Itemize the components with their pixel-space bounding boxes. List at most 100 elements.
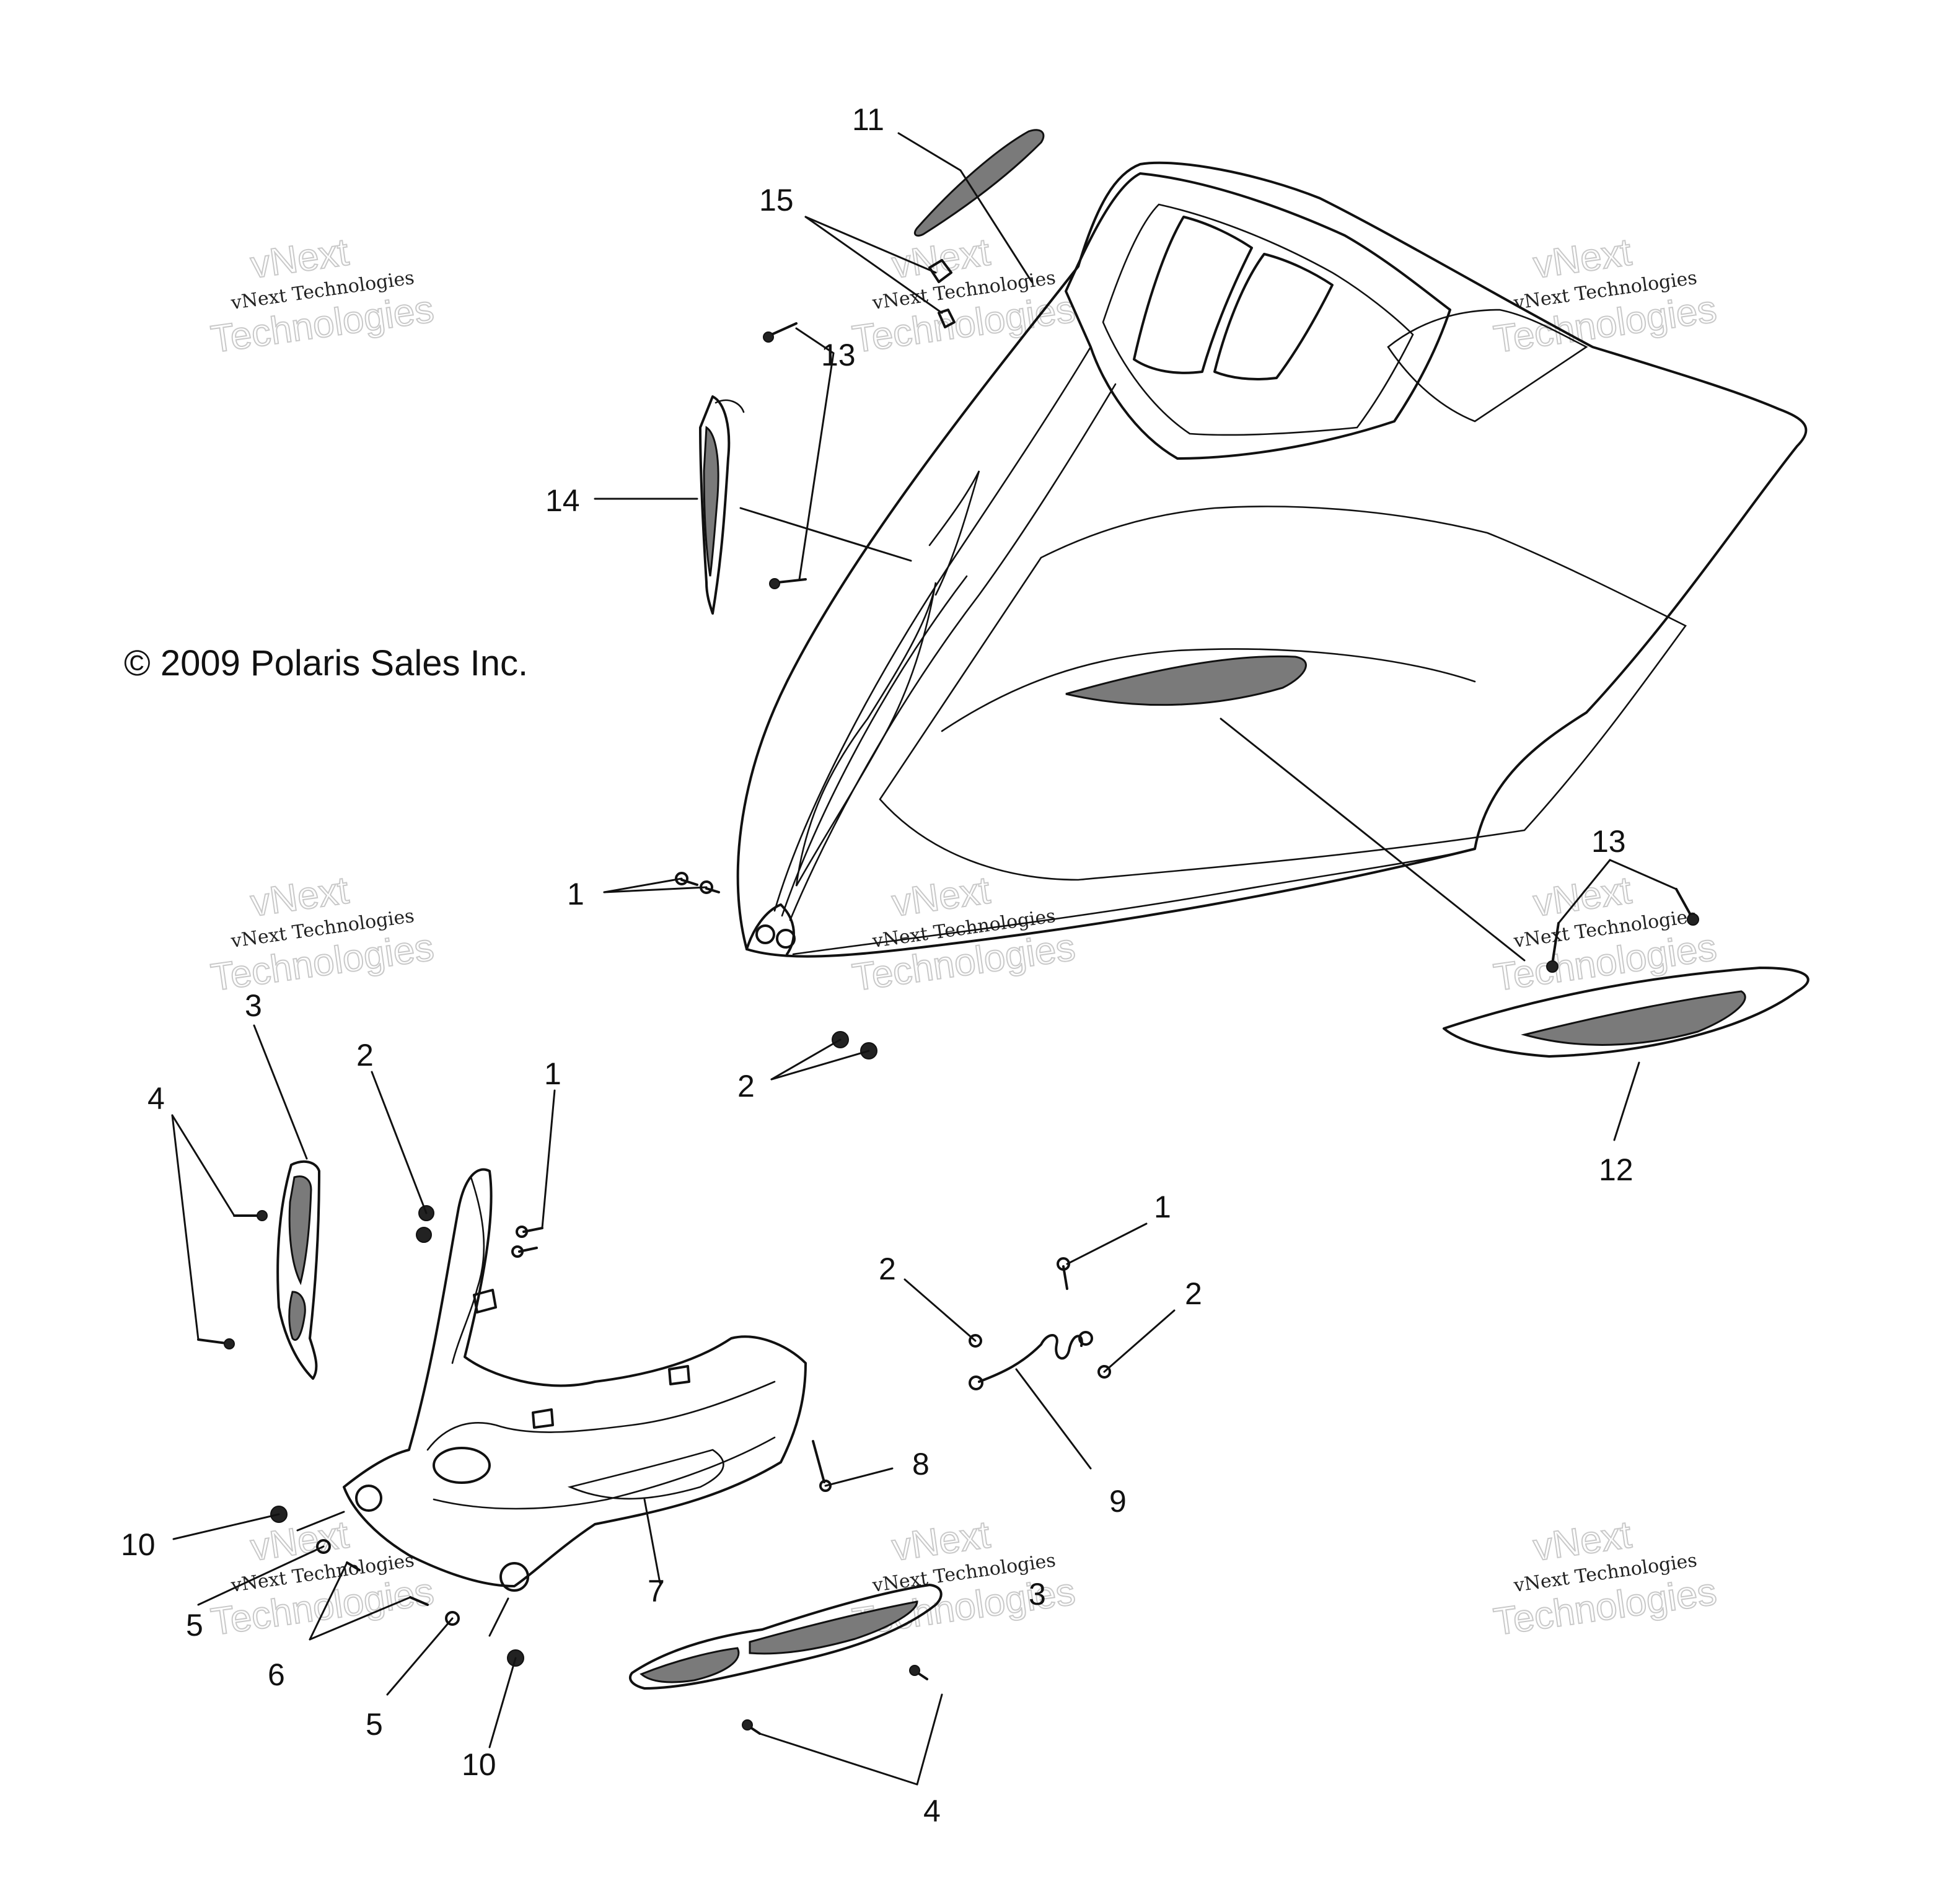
- callout-3: 3: [245, 988, 262, 1023]
- part-3-left-grille: [276, 1160, 320, 1380]
- rivet: [770, 322, 798, 336]
- part-5-6-hardware: [316, 1539, 460, 1626]
- dash-opening-right: [1213, 253, 1334, 380]
- leader-4: [171, 1114, 235, 1217]
- leader-12-upper: [1220, 717, 1526, 962]
- callout-6: 6: [268, 1657, 285, 1692]
- part-8-bolt: [812, 1440, 832, 1492]
- leader-4: [758, 1732, 918, 1786]
- part-15-clips: [928, 259, 956, 328]
- leader-5: [386, 1617, 454, 1696]
- hood-ridge-right: [789, 383, 1117, 921]
- rivet-head: [763, 331, 774, 343]
- leader-4: [916, 1693, 943, 1786]
- nose-pan-inner-rim: [426, 1380, 776, 1451]
- leader-2: [770, 1050, 870, 1081]
- callout-14: 14: [545, 483, 580, 518]
- hood-front-curve: [792, 848, 1476, 955]
- leader-13: [1609, 859, 1677, 890]
- callout-13: 13: [1591, 824, 1626, 859]
- callout-7: 7: [648, 1574, 665, 1608]
- nut: [969, 1334, 982, 1348]
- part-4-rivets-left: [197, 1210, 268, 1349]
- leader-15: [804, 216, 943, 314]
- hood-left-panel: [795, 582, 937, 887]
- windshield-frame: [1065, 172, 1451, 460]
- watermark: vNext vNext Technologies Technologies: [849, 868, 1078, 999]
- dash-opening-left: [1133, 216, 1253, 374]
- leader-3: [253, 1024, 308, 1160]
- leader-1: [541, 1089, 556, 1229]
- hood-assembly: [736, 161, 1808, 958]
- leader-13: [795, 327, 835, 354]
- hood-body-seam: [941, 648, 1476, 732]
- screw-head: [511, 1245, 524, 1258]
- leader-10: [296, 1511, 345, 1532]
- callout-1: 1: [544, 1056, 561, 1091]
- clip: [938, 309, 956, 328]
- part-3-lower-grille: [628, 1584, 943, 1690]
- callout-12: 12: [1599, 1152, 1633, 1187]
- part-4-rivets-lower: [742, 1665, 928, 1735]
- leader-8: [824, 1467, 894, 1487]
- leader-1: [1066, 1222, 1148, 1265]
- rivet: [1551, 922, 1560, 965]
- hood-mount-boss: [755, 924, 775, 944]
- leader-2: [904, 1278, 977, 1342]
- part-7-nose-pan: [343, 1168, 807, 1592]
- callout-2: 2: [356, 1038, 374, 1073]
- hood-outline: [736, 161, 1808, 958]
- bolt: [812, 1440, 825, 1483]
- leader-13: [1557, 859, 1611, 924]
- leader-15: [804, 216, 937, 274]
- nose-pan-tray: [567, 1449, 724, 1500]
- nose-pan-lower-rim: [433, 1436, 776, 1510]
- left-grille-mesh-upper: [288, 1175, 312, 1286]
- leader-6: [309, 1561, 348, 1641]
- nose-pan-tab: [532, 1408, 554, 1429]
- lower-grille-mesh-right: [749, 1600, 918, 1655]
- rivet: [1675, 888, 1693, 918]
- part-10-nuts: [270, 1506, 524, 1667]
- watermark: vNext vNext Technologies Technologies: [1490, 1512, 1720, 1644]
- top-vent-grille: [913, 129, 1045, 237]
- watermark: vNext vNext Technologies Technologies: [1490, 868, 1720, 999]
- part-11-top-vent: [913, 129, 1045, 237]
- watermark: vNext vNext Technologies Technologies: [208, 868, 437, 999]
- nose-pan-tab: [473, 1289, 497, 1314]
- leader-14: [739, 507, 912, 562]
- rivet-head: [769, 578, 780, 589]
- callout-1: 1: [1154, 1190, 1171, 1224]
- nose-pan-hole: [355, 1485, 382, 1512]
- lower-grille-outline: [628, 1584, 943, 1690]
- harness-wire: [978, 1334, 1083, 1383]
- nose-pan-upright: [451, 1176, 485, 1364]
- callout-3: 3: [1029, 1577, 1046, 1612]
- hood-ridge-center: [781, 575, 968, 917]
- callout-5: 5: [366, 1707, 383, 1742]
- leader-2: [770, 1038, 842, 1081]
- leader-12: [1613, 1061, 1640, 1141]
- leader-lines: [171, 132, 1677, 1786]
- bolt-head: [819, 1480, 832, 1492]
- leader-1: [603, 886, 708, 893]
- rivet-head: [224, 1338, 235, 1349]
- nose-pan-tab: [668, 1365, 690, 1385]
- leader-7: [643, 1498, 661, 1584]
- leader-1: [603, 877, 683, 893]
- windshield-inner: [1102, 203, 1414, 436]
- rivet-head: [257, 1210, 268, 1221]
- callout-13: 13: [821, 338, 856, 372]
- callout-2: 2: [879, 1252, 896, 1286]
- clip: [928, 259, 952, 283]
- hood-ridge-left: [773, 346, 1092, 912]
- washer: [445, 1611, 460, 1626]
- part-13-rivets-lower: [1546, 888, 1699, 973]
- side-vent-outline: [1443, 967, 1809, 1058]
- hood-right-scoop: [1387, 309, 1588, 423]
- callout-4: 4: [147, 1081, 165, 1116]
- callout-4: 4: [923, 1794, 941, 1828]
- rivet-head: [1546, 960, 1559, 973]
- callout-2: 2: [1185, 1276, 1202, 1311]
